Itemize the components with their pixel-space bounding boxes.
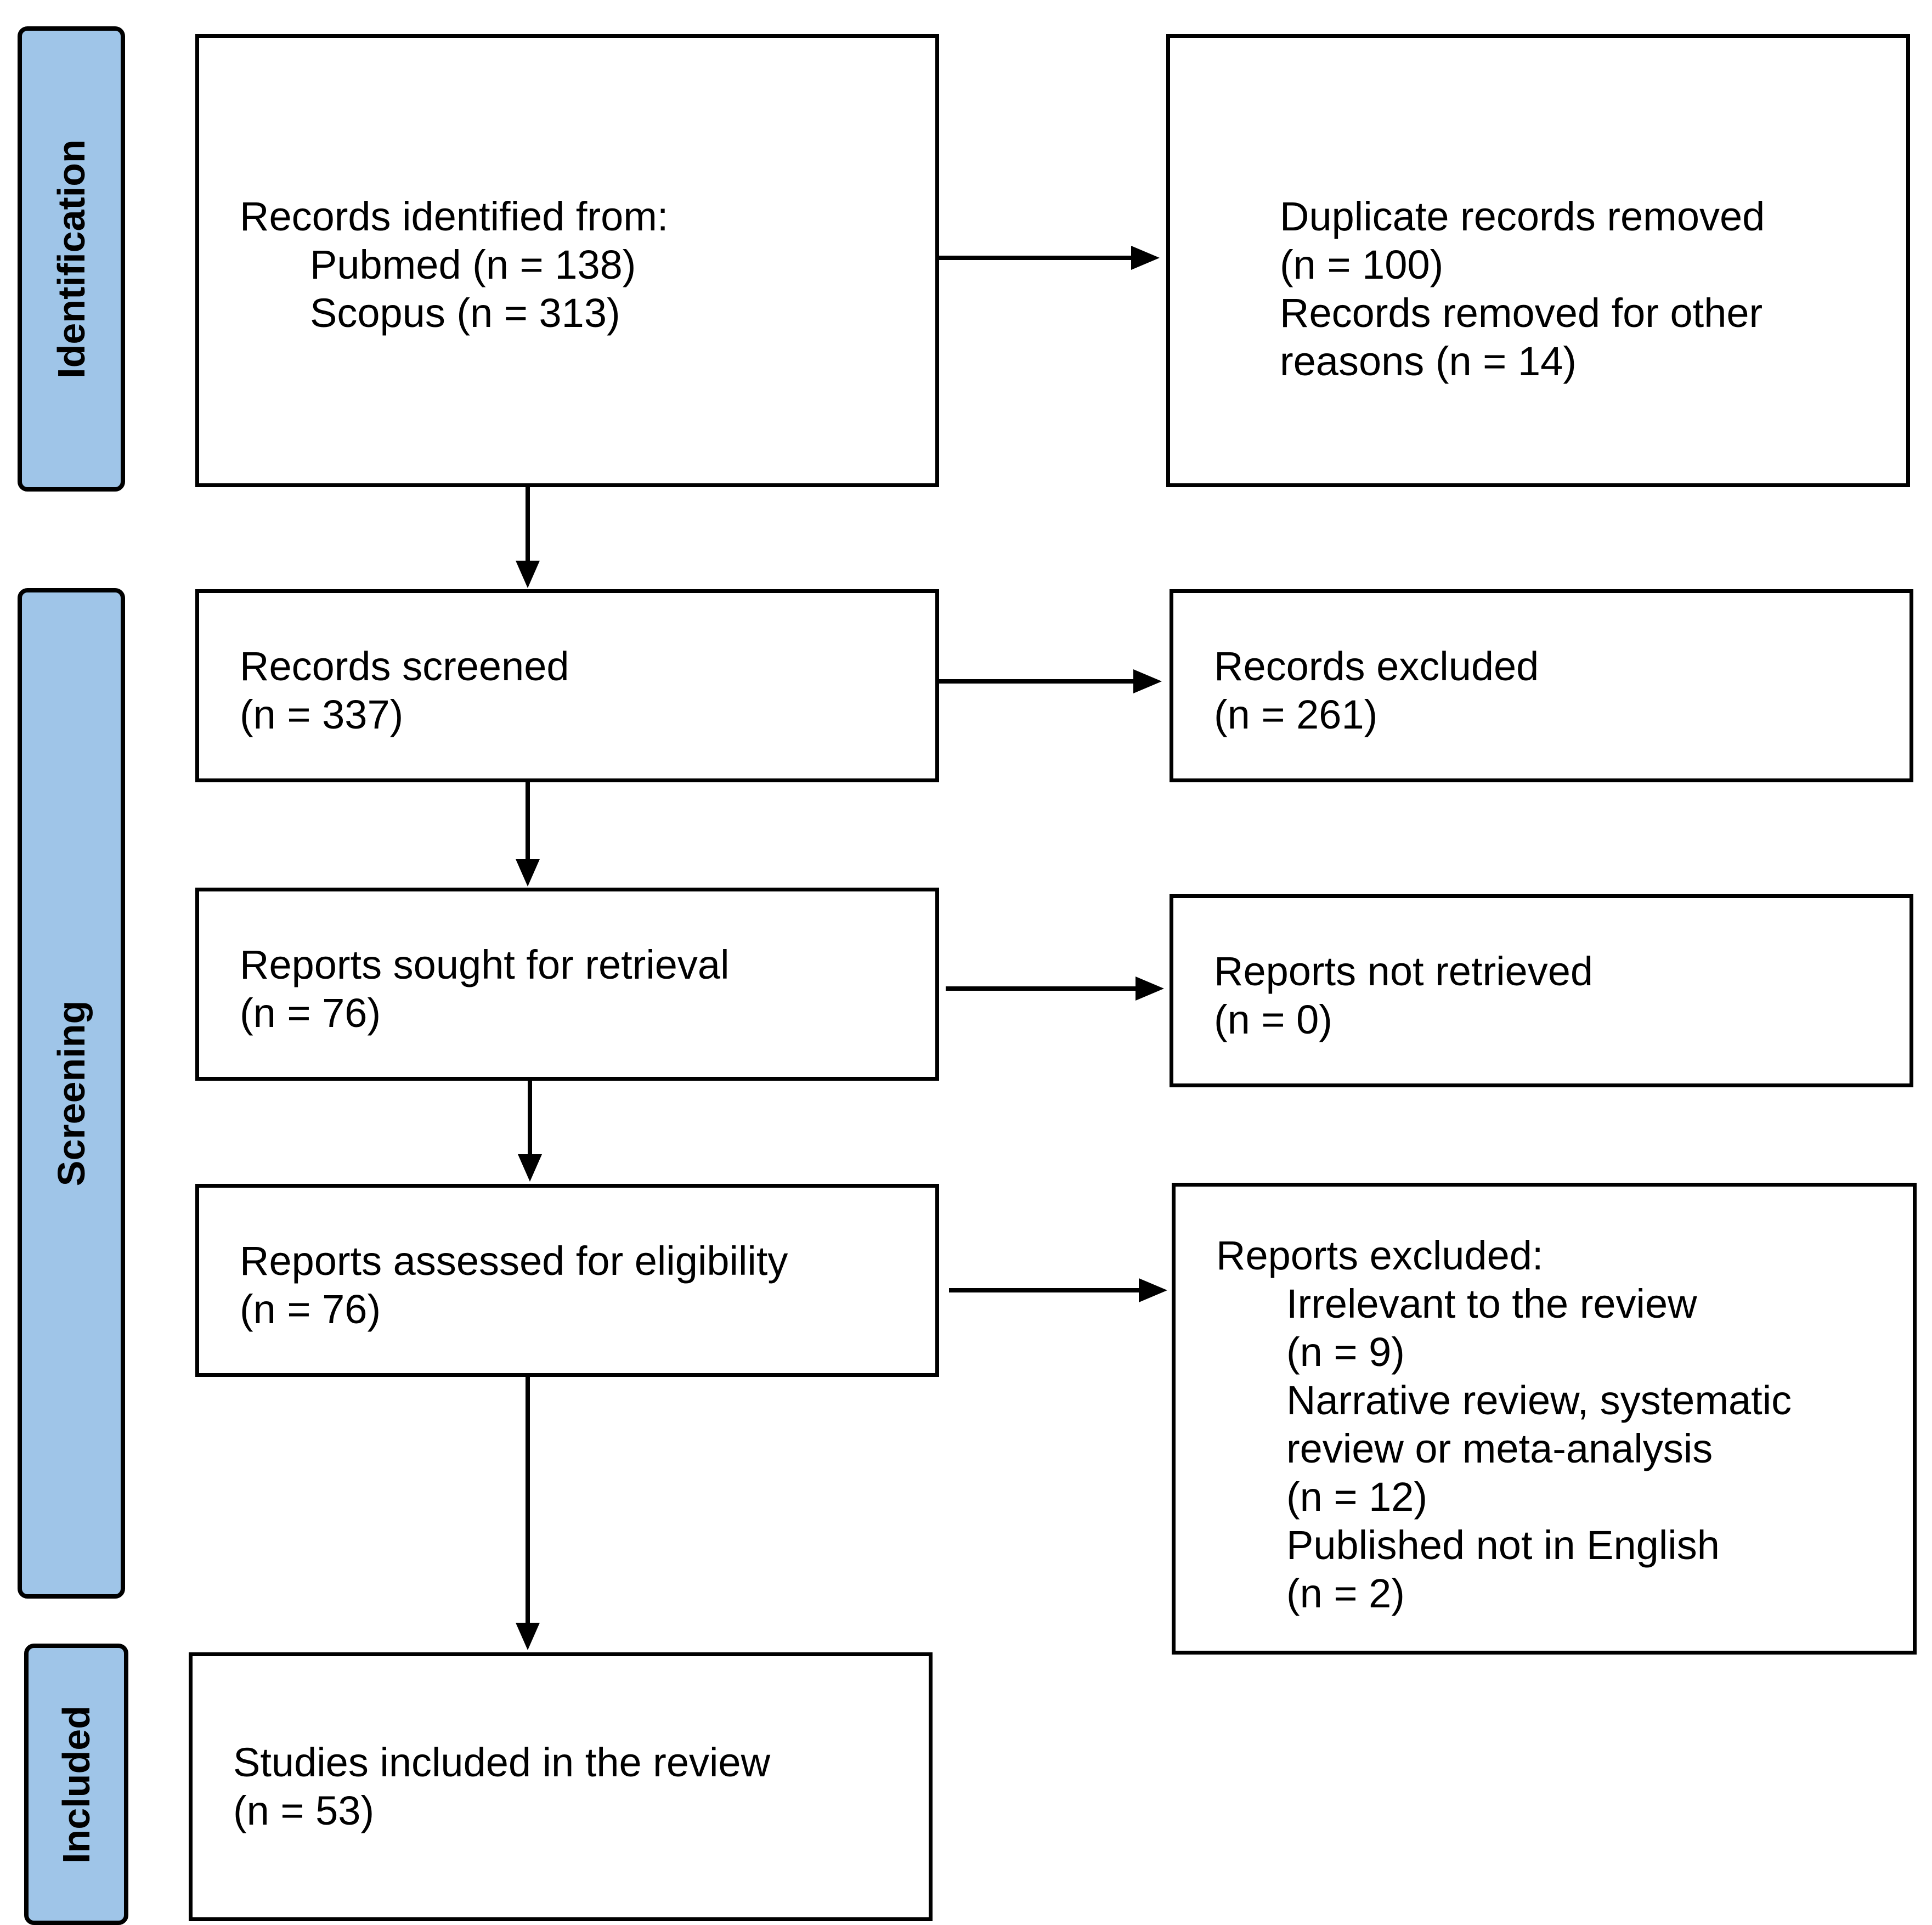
arrowhead-screened-to-excluded xyxy=(1133,669,1162,693)
reports-excluded-reason: (n = 12) xyxy=(1286,1474,1428,1520)
arrowhead-sought-to-not-retrieved xyxy=(1136,976,1164,1001)
arrowhead-assessed-to-reports-excluded xyxy=(1139,1278,1167,1302)
reports-excluded-reason: (n = 9) xyxy=(1286,1329,1405,1375)
reports-excluded-reason: review or meta-analysis xyxy=(1286,1426,1713,1471)
reports-excluded-reason: Published not in English xyxy=(1286,1522,1720,1568)
reports-not-retrieved-title: Reports not retrieved xyxy=(1214,949,1594,994)
records-identified-scopus: Scopus (n = 313) xyxy=(310,290,620,336)
reports-sought-title: Reports sought for retrieval xyxy=(240,942,730,987)
records-excluded-count: (n = 261) xyxy=(1214,692,1378,737)
phase-identification: Identification xyxy=(18,26,125,492)
phase-screening: Screening xyxy=(18,588,125,1599)
records-excluded-title: Records excluded xyxy=(1214,643,1539,689)
reports-excluded-reason: Irrelevant to the review xyxy=(1286,1281,1697,1326)
records-identified-pubmed: Pubmed (n = 138) xyxy=(310,242,636,287)
records-identified-box: Records identified from: Pubmed (n = 138… xyxy=(195,34,939,487)
reports-assessed-title: Reports assessed for eligibility xyxy=(240,1238,788,1284)
reports-assessed-box: Reports assessed for eligibility (n = 76… xyxy=(195,1184,939,1377)
reports-excluded-reason: (n = 2) xyxy=(1286,1571,1405,1616)
records-removed-line3: Records removed for other xyxy=(1280,290,1763,336)
records-screened-box: Records screened (n = 337) xyxy=(195,589,939,782)
records-identified-heading: Records identified from: xyxy=(240,194,669,239)
reports-assessed-count: (n = 76) xyxy=(240,1286,381,1332)
records-removed-line1: Duplicate records removed xyxy=(1280,194,1765,239)
records-screened-count: (n = 337) xyxy=(240,692,404,737)
studies-included-count: (n = 53) xyxy=(233,1788,375,1833)
arrowhead-identified-to-removed xyxy=(1131,246,1160,270)
arrowhead-screened-to-sought xyxy=(516,859,540,887)
reports-excluded-heading: Reports excluded: xyxy=(1216,1233,1544,1278)
reports-excluded-reason: Narrative review, systematic xyxy=(1286,1378,1792,1423)
records-removed-box: Duplicate records removed (n = 100) Reco… xyxy=(1166,34,1910,487)
records-screened-title: Records screened xyxy=(240,643,569,689)
reports-sought-count: (n = 76) xyxy=(240,990,381,1036)
records-excluded-box: Records excluded (n = 261) xyxy=(1170,589,1913,782)
records-removed-line4: reasons (n = 14) xyxy=(1280,338,1577,384)
arrowhead-sought-to-assessed xyxy=(518,1154,542,1182)
arrowhead-identified-to-screened xyxy=(516,561,540,588)
reports-not-retrieved-count: (n = 0) xyxy=(1214,997,1332,1042)
reports-excluded-box: Reports excluded: Irrelevant to the revi… xyxy=(1172,1183,1917,1655)
reports-sought-box: Reports sought for retrieval (n = 76) xyxy=(195,888,939,1081)
arrowhead-assessed-to-included xyxy=(516,1623,540,1650)
records-removed-line2: (n = 100) xyxy=(1280,242,1444,287)
studies-included-title: Studies included in the review xyxy=(233,1740,771,1785)
phase-included: Included xyxy=(24,1644,128,1925)
reports-not-retrieved-box: Reports not retrieved (n = 0) xyxy=(1170,894,1913,1087)
studies-included-box: Studies included in the review (n = 53) xyxy=(189,1652,933,1921)
